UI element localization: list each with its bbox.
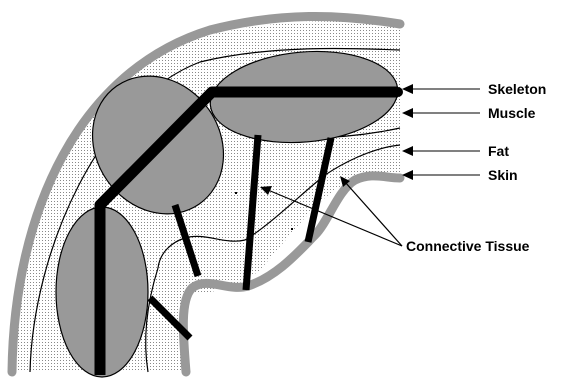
label-skeleton: Skeleton <box>488 81 546 97</box>
fat-pointer <box>402 146 480 156</box>
label-fat: Fat <box>488 143 509 159</box>
label-muscle: Muscle <box>488 105 535 121</box>
fat-speck-1 <box>235 192 237 194</box>
fat-speck-2 <box>291 228 293 230</box>
skeleton-pointer <box>402 84 480 94</box>
skeleton-joint <box>393 87 403 97</box>
label-connective-tissue: Connective Tissue <box>406 238 529 254</box>
muscle-pointer <box>402 108 480 118</box>
label-skin: Skin <box>488 167 518 183</box>
skin-pointer <box>402 170 480 180</box>
